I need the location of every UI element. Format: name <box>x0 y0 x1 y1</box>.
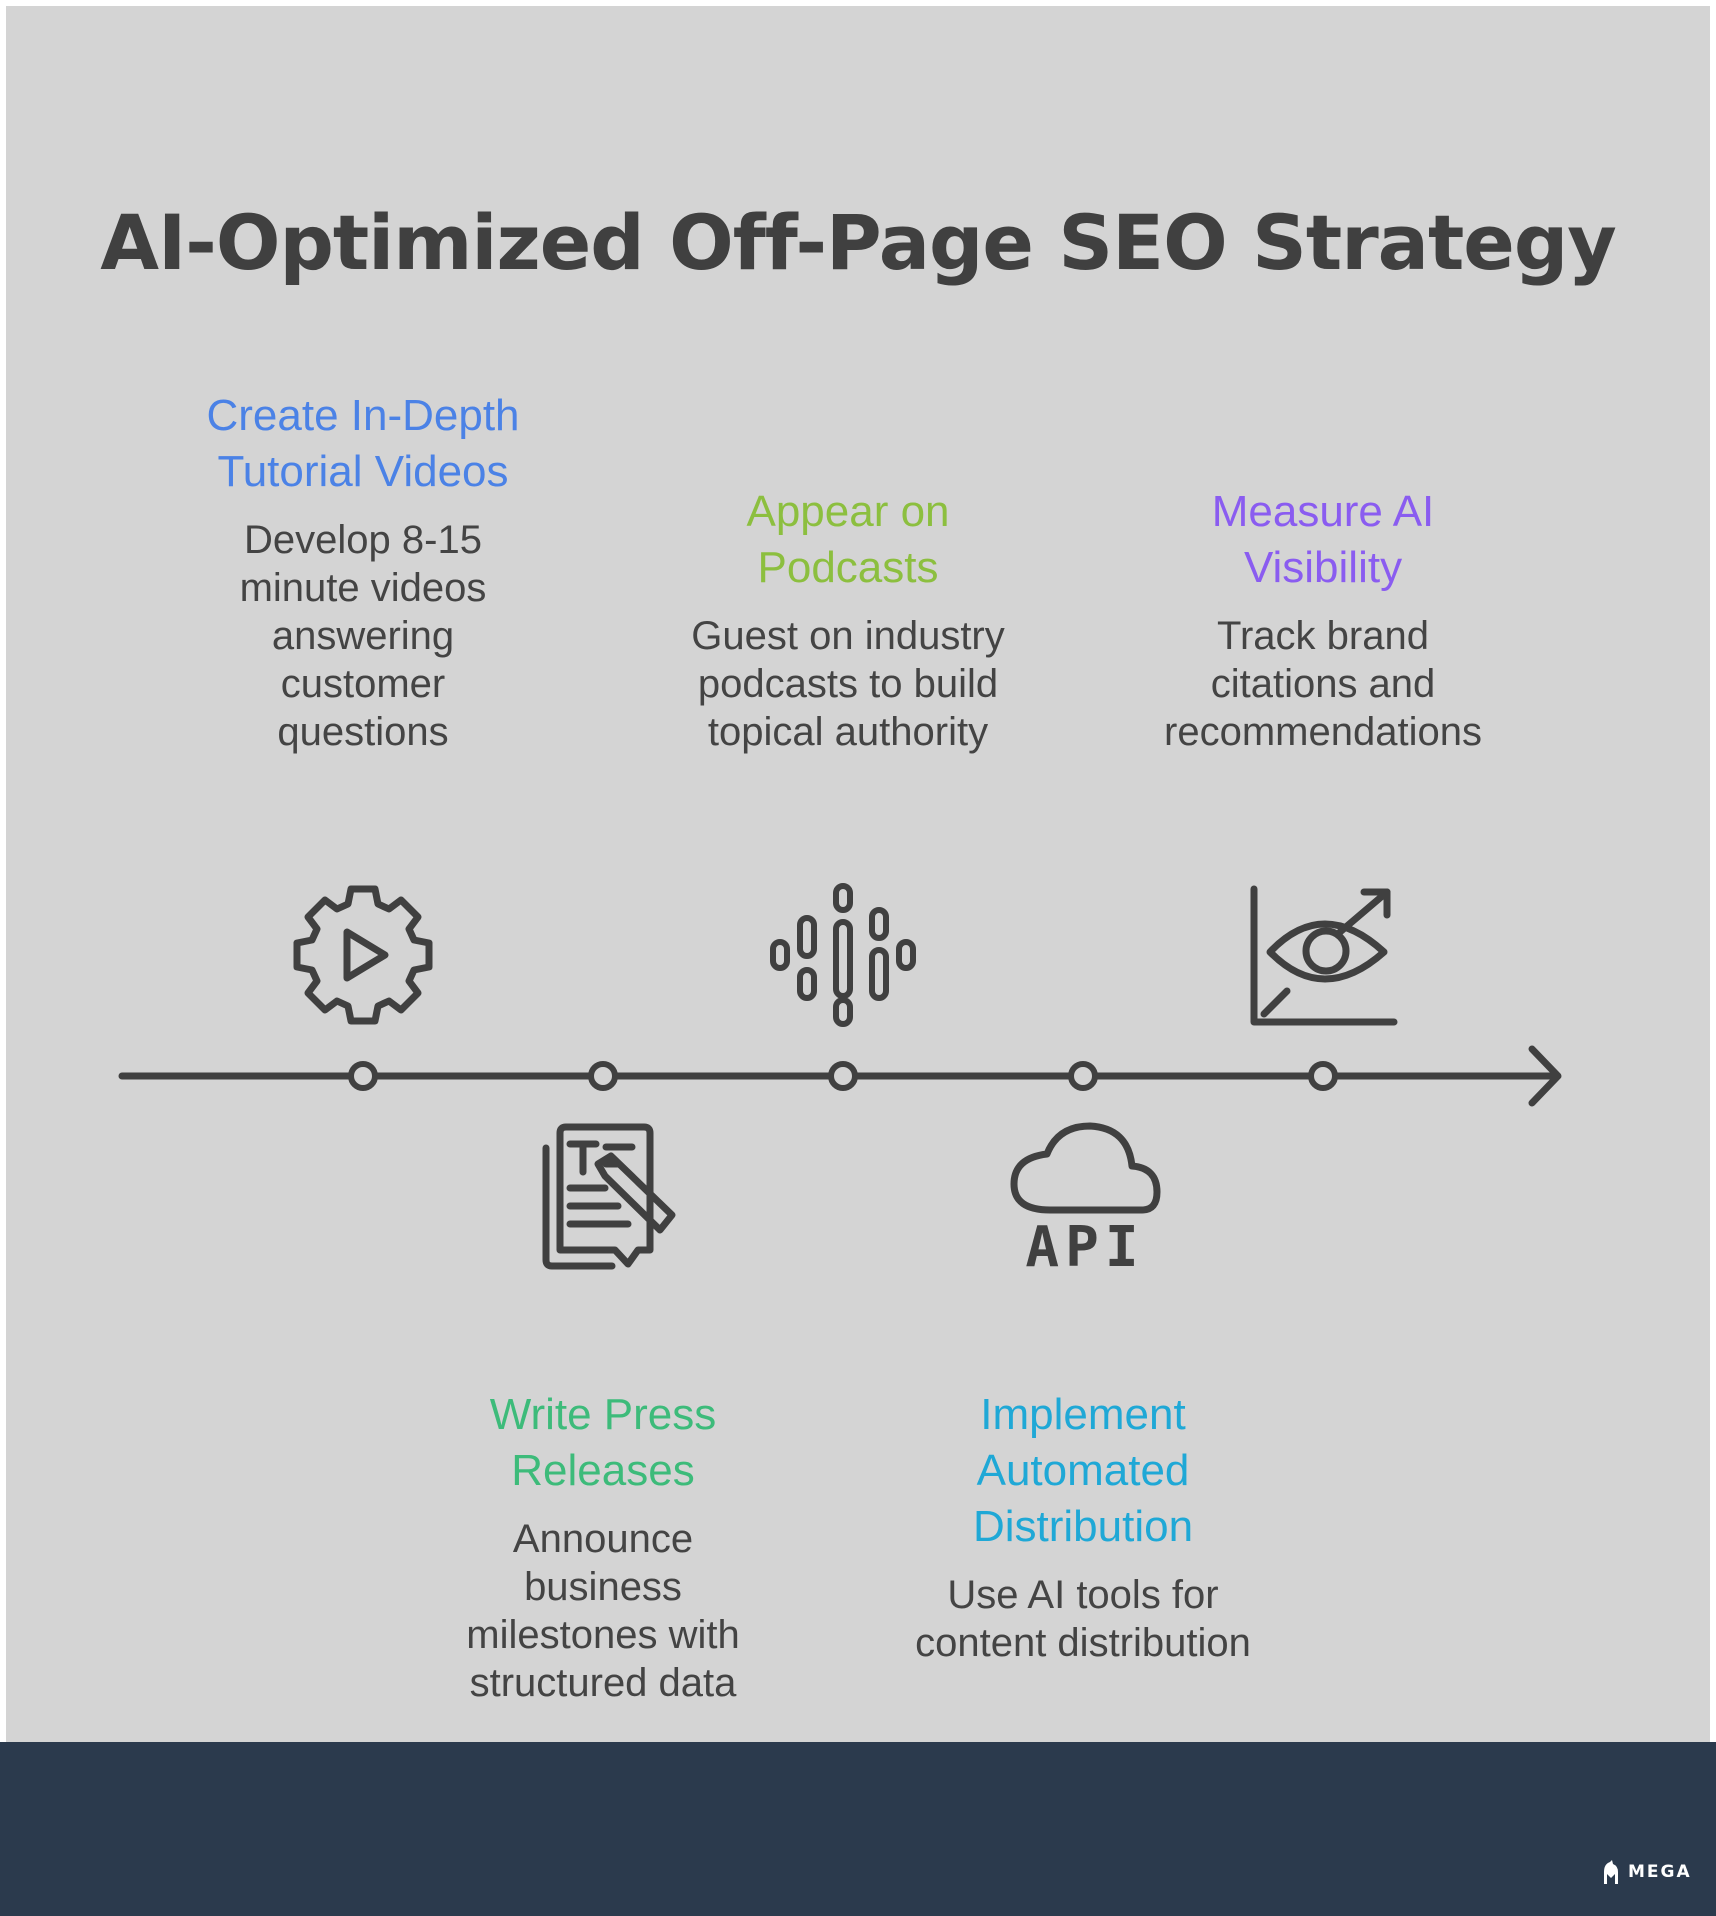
step-create-tutorial-videos: Create In-Depth Tutorial Videos Develop … <box>163 388 563 756</box>
step-appear-on-podcasts: Appear on Podcasts Guest on industry pod… <box>628 484 1068 756</box>
brand-logo: MEGA <box>1600 1857 1692 1887</box>
step-heading-line: Distribution <box>972 1502 1194 1551</box>
step-heading: Create In-Depth Tutorial Videos <box>163 388 563 500</box>
step-description-line: structured data <box>469 1661 737 1705</box>
timeline-node-1 <box>348 1061 378 1091</box>
step-description-line: topical authority <box>707 710 989 754</box>
step-heading-line: Visibility <box>1243 543 1403 592</box>
infographic-panel <box>6 6 1710 1742</box>
step-description-line: business <box>524 1565 682 1609</box>
step-description: Announce business milestones with struct… <box>383 1515 823 1707</box>
step-write-press-releases: Write Press Releases Announce business m… <box>383 1387 823 1707</box>
step-description-line: Use AI tools for <box>947 1573 1219 1617</box>
timeline-node-3 <box>828 1061 858 1091</box>
step-description-line: podcasts to build <box>697 662 999 706</box>
step-heading-line: Releases <box>511 1446 695 1495</box>
step-heading-line: Tutorial Videos <box>217 447 509 496</box>
page-title: AI-Optimized Off-Page SEO Strategy <box>100 198 1617 287</box>
eye-chart-icon <box>1250 885 1398 1026</box>
step-description: Develop 8-15 minute videos answering cus… <box>163 516 563 756</box>
step-description-line: questions <box>277 710 449 754</box>
step-heading-line: Create In-Depth <box>206 391 520 440</box>
timeline-node-5 <box>1308 1061 1338 1091</box>
cloud-api-label: API <box>1025 1215 1144 1280</box>
step-description: Guest on industry podcasts to build topi… <box>628 612 1068 756</box>
footer-bar <box>0 1742 1716 1916</box>
step-heading-line: Write Press <box>489 1390 717 1439</box>
step-heading-line: Measure AI <box>1211 487 1435 536</box>
timeline-node-2 <box>588 1061 618 1091</box>
step-description-line: Track brand <box>1217 614 1429 658</box>
step-heading-line: Implement <box>980 1390 1186 1439</box>
step-heading-line: Automated <box>976 1446 1190 1495</box>
step-heading: Write Press Releases <box>383 1387 823 1499</box>
mega-logo-icon <box>1604 1860 1618 1884</box>
step-heading-line: Podcasts <box>757 543 939 592</box>
step-heading: Measure AI Visibility <box>1103 484 1543 596</box>
step-description-line: content distribution <box>915 1621 1251 1665</box>
step-implement-automated-distribution: Implement Automated Distribution Use AI … <box>863 1387 1303 1667</box>
brand-name: MEGA <box>1628 1862 1692 1882</box>
timeline-arrowhead <box>1528 1045 1562 1107</box>
step-description-line: milestones with <box>466 1613 740 1657</box>
timeline-node-4 <box>1068 1061 1098 1091</box>
step-heading: Appear on Podcasts <box>628 484 1068 596</box>
step-description-line: Announce <box>512 1517 694 1561</box>
step-description: Track brand citations and recommendation… <box>1103 612 1543 756</box>
timeline-graphic: API <box>118 883 1562 1280</box>
step-description: Use AI tools for content distribution <box>863 1571 1303 1667</box>
step-heading: Implement Automated Distribution <box>863 1387 1303 1555</box>
gear-play-icon <box>293 885 433 1025</box>
step-description-line: answering <box>271 614 455 658</box>
document-edit-icon <box>542 1123 676 1270</box>
step-description-line: Develop 8-15 <box>244 518 482 562</box>
step-description-line: minute videos <box>239 566 487 610</box>
step-heading-line: Appear on <box>746 487 950 536</box>
step-description-line: recommendations <box>1164 710 1482 754</box>
step-description-line: customer <box>280 662 446 706</box>
step-measure-ai-visibility: Measure AI Visibility Track brand citati… <box>1103 484 1543 756</box>
cloud-api-icon: API <box>1010 1122 1161 1280</box>
step-description-line: citations and <box>1210 662 1436 706</box>
step-description-line: Guest on industry <box>691 614 1005 658</box>
podcast-icon <box>770 883 916 1027</box>
